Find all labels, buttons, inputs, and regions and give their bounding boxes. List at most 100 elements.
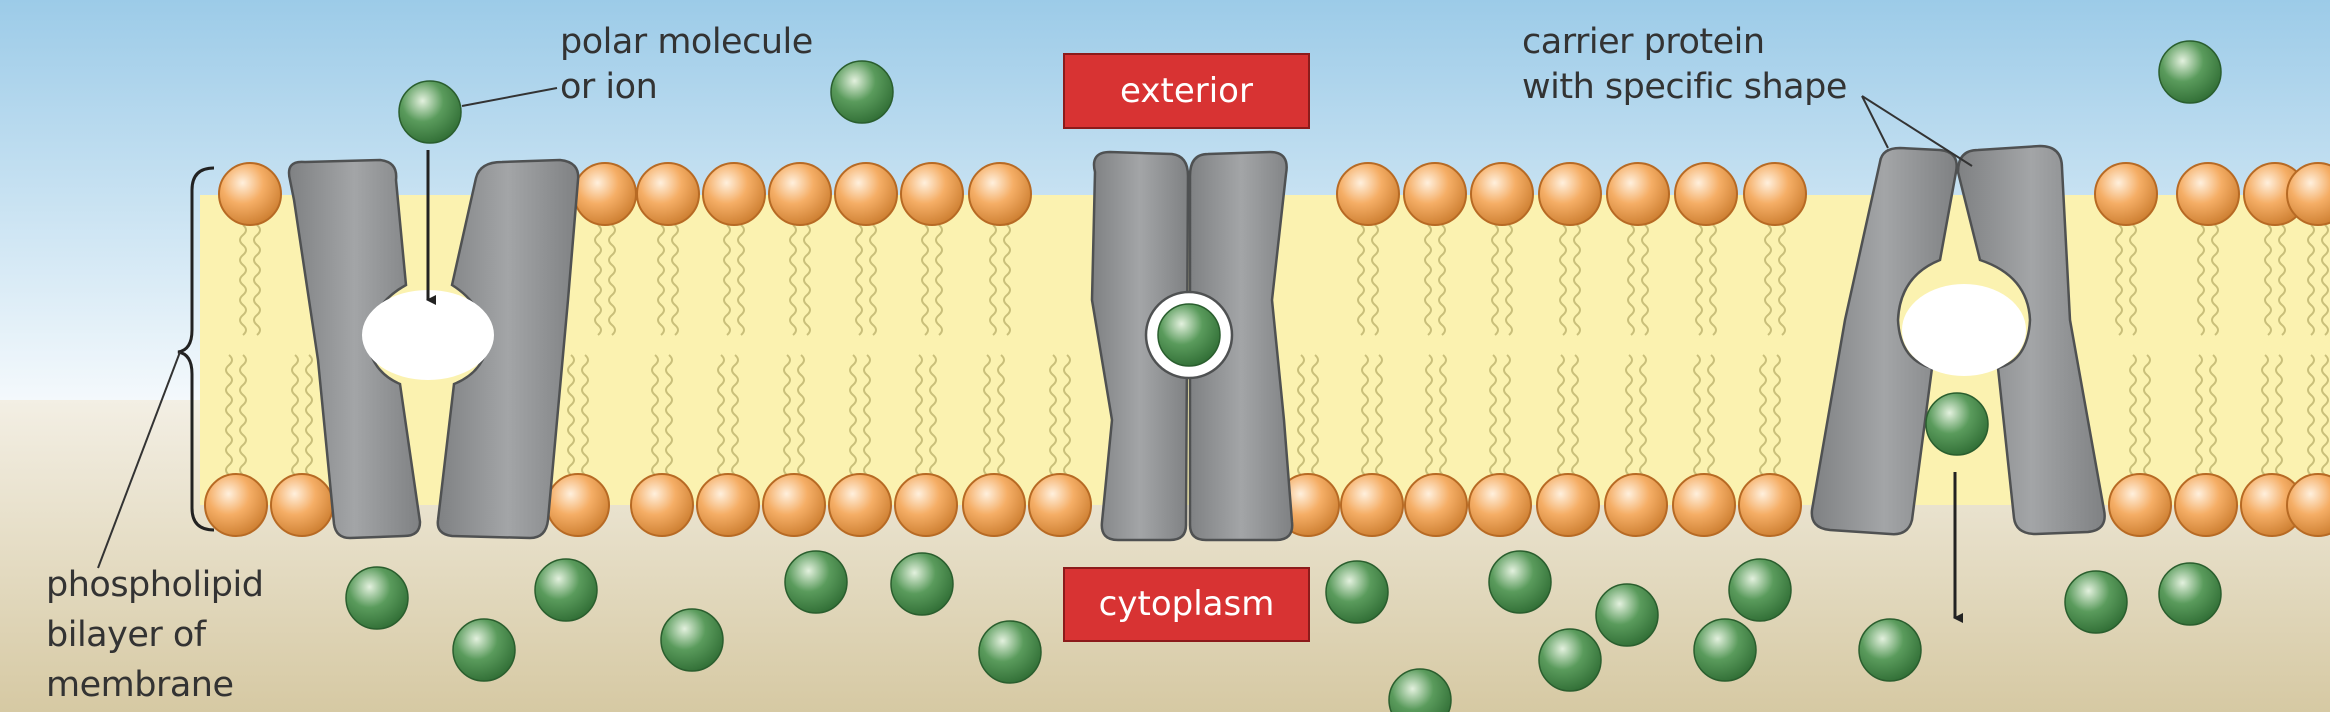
lipid-tail — [1625, 354, 1647, 476]
polar-molecules — [345, 40, 2222, 712]
phospholipid-head-icon — [2176, 162, 2240, 226]
lipid-heads — [204, 162, 2330, 537]
bilayer-pointer — [97, 351, 181, 569]
phospholipid-head-icon — [2286, 473, 2330, 537]
polar-molecule-label-line-1: polar molecule — [560, 22, 813, 62]
channel-protein — [287, 158, 580, 540]
carrier-protein-bound-right-half — [1188, 150, 1294, 542]
bilayer-label: phospholipid bilayer of membrane — [46, 560, 264, 710]
lipid-tail — [1491, 224, 1513, 336]
carrier-protein-label-line-2: with specific shape — [1522, 67, 1847, 107]
phospholipid-head-icon — [762, 473, 826, 537]
lipid-tail — [1759, 354, 1781, 476]
lipid-tail — [567, 354, 589, 476]
polar-molecule-icon — [1858, 618, 1922, 682]
carrier-protein-open-right-half — [1956, 144, 2106, 536]
lipid-tail — [1489, 354, 1511, 476]
phospholipid-head-icon — [900, 162, 964, 226]
lipid-tail — [657, 224, 679, 336]
phospholipid-head-icon — [2174, 473, 2238, 537]
phospholipid-head-icon — [630, 473, 694, 537]
lipid-tail — [1557, 354, 1579, 476]
polar-molecule-icon — [398, 80, 462, 144]
polar-molecule-icon — [1488, 550, 1552, 614]
phospholipid-head-icon — [768, 162, 832, 226]
polar-molecule-icon — [2158, 40, 2222, 104]
lipid-tail — [1695, 224, 1717, 336]
phospholipid-head-icon — [1538, 162, 1602, 226]
lipid-tail — [1559, 224, 1581, 336]
polar-molecule-pointer — [461, 87, 558, 107]
polar-molecule-icon — [2064, 570, 2128, 634]
polar-molecule-icon — [345, 566, 409, 630]
lipid-tail — [723, 224, 745, 336]
lipid-tail — [291, 354, 313, 476]
lipid-tail — [1297, 354, 1319, 476]
phospholipid-head-icon — [2108, 473, 2172, 537]
polar-molecule-icon — [2158, 562, 2222, 626]
polar-molecule-label-line-2: or ion — [560, 67, 658, 107]
lipid-tail — [1361, 354, 1383, 476]
phospholipid-head-icon — [696, 473, 760, 537]
lipid-tail — [849, 354, 871, 476]
phospholipid-head-icon — [1028, 473, 1092, 537]
carrier-protein-label-line-1: carrier protein — [1522, 22, 1765, 62]
bilayer-bracket — [177, 166, 215, 532]
channel-protein-right-half — [436, 158, 580, 540]
carrier-protein-open — [1810, 144, 2106, 536]
cytoplasm-tag: cytoplasm — [1063, 567, 1310, 642]
phospholipid-head-icon — [1674, 162, 1738, 226]
polar-molecule-icon — [1157, 303, 1221, 367]
polar-molecule-icon — [1925, 392, 1989, 456]
lipid-tail — [2115, 224, 2137, 336]
polar-molecule-icon — [784, 550, 848, 614]
polar-molecule-icon — [660, 608, 724, 672]
phospholipid-head-icon — [962, 473, 1026, 537]
phospholipid-head-icon — [1672, 473, 1736, 537]
polar-molecule-icon — [452, 618, 516, 682]
lipid-tail — [1357, 224, 1379, 336]
polar-molecule-icon — [1388, 668, 1452, 712]
lipid-tail — [921, 224, 943, 336]
lipid-tail — [2307, 224, 2329, 336]
carrier-pointer-left — [1861, 95, 1889, 149]
channel-pore — [362, 290, 494, 380]
lipid-tail — [2261, 354, 2283, 476]
polar-molecule-icon — [1325, 560, 1389, 624]
polar-molecule-icon — [978, 620, 1042, 684]
phospholipid-head-icon — [834, 162, 898, 226]
lipid-tail — [989, 224, 1011, 336]
lipid-tail — [789, 224, 811, 336]
lipid-tail — [2197, 224, 2219, 336]
polar-molecule-icon — [890, 552, 954, 616]
phospholipid-head-icon — [1536, 473, 1600, 537]
lipid-tail — [1627, 224, 1649, 336]
lipid-tail — [651, 354, 673, 476]
phospholipid-head-icon — [2094, 162, 2158, 226]
phospholipid-head-icon — [968, 162, 1032, 226]
phospholipid-head-icon — [573, 162, 637, 226]
bilayer-label-line-3: membrane — [46, 665, 234, 705]
lipid-tail — [983, 354, 1005, 476]
lipid-tail — [2195, 354, 2217, 476]
phospholipid-head-icon — [828, 473, 892, 537]
phospholipid-head-icon — [1468, 473, 1532, 537]
phospholipid-head-icon — [1336, 162, 1400, 226]
phospholipid-head-icon — [270, 473, 334, 537]
polar-molecule-icon — [1728, 558, 1792, 622]
phospholipid-head-icon — [1340, 473, 1404, 537]
phospholipid-head-icon — [702, 162, 766, 226]
lipid-tail — [1424, 224, 1446, 336]
phospholipid-head-icon — [636, 162, 700, 226]
carrier-cavity — [1902, 284, 2026, 376]
polar-molecule-icon — [534, 558, 598, 622]
carrier-protein-bound-left-half — [1090, 150, 1190, 542]
polar-molecule-icon — [1538, 628, 1602, 692]
exterior-tag: exterior — [1063, 53, 1310, 129]
phospholipid-head-icon — [218, 162, 282, 226]
lipid-tail — [783, 354, 805, 476]
phospholipid-head-icon — [1404, 473, 1468, 537]
lipid-tail — [594, 224, 616, 336]
phospholipid-head-icon — [1403, 162, 1467, 226]
